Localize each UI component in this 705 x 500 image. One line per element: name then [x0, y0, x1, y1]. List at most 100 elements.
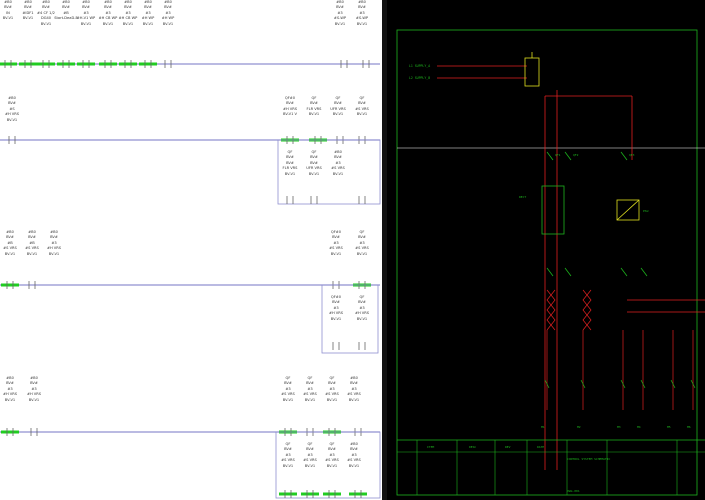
- contact-label-line: QF: [329, 442, 335, 446]
- contact-label-line: BV-V1: [330, 316, 342, 321]
- split-divider[interactable]: [382, 0, 387, 500]
- rung-2-branch: [277, 139, 381, 205]
- contact-label-line: #S VRS: [303, 392, 317, 397]
- contact-label-line: BV-V1: [326, 397, 338, 402]
- contact-label-line: BV#: [328, 381, 336, 386]
- output-label: M1: [541, 425, 545, 429]
- contact-label-line: QF#0: [284, 96, 296, 100]
- rung-1-contact: [139, 62, 157, 66]
- contact-label-line: BV-V1: [348, 397, 360, 402]
- breaker-label: QF2: [573, 153, 579, 157]
- contact-label-line: BV#: [6, 235, 14, 240]
- contact-label-line: #3: [125, 10, 131, 15]
- contact-label-line: #B0: [164, 0, 172, 4]
- rung-1-contact: [99, 62, 117, 66]
- contact-label-line: #S: [9, 106, 15, 111]
- contact-label-line: #B0: [6, 376, 14, 380]
- contact-label-line: BV#: [4, 5, 12, 10]
- contact-label-line: BV-V1: [102, 21, 114, 26]
- breaker-label: QF1: [555, 153, 561, 157]
- ladder-rungs: [0, 60, 381, 499]
- contact-label-line: #4 CF 1/2: [37, 10, 55, 15]
- contact-label-line: BV#: [310, 155, 318, 160]
- contact-label-line: QF#0: [330, 295, 342, 299]
- contact-label-line: BV#: [144, 5, 152, 10]
- contact-label-line: #3: [83, 10, 89, 15]
- contact-energized: [1, 283, 19, 287]
- contact-label-line: QF#0: [330, 230, 342, 234]
- contact-label-line: #H VRS: [282, 106, 298, 111]
- contact-label-line: BV-V1: [308, 171, 320, 176]
- contact-label-line: QF: [335, 96, 341, 100]
- contact-energized: [1, 430, 19, 434]
- feeder-switch: [620, 379, 626, 389]
- contact-label-line: #B0: [50, 230, 58, 234]
- contact-label-line: QF: [307, 442, 313, 446]
- contact-label-line: BV#: [286, 160, 294, 165]
- contact-label-line: BV-V1: [4, 251, 16, 256]
- feeder-switch: [544, 379, 550, 389]
- contact-label-line: #3: [337, 10, 343, 15]
- contact-label-line: FLR VRS: [282, 166, 298, 171]
- breaker: [546, 151, 554, 161]
- contact-label-line: BV-V1: [122, 21, 134, 26]
- contact-label-line: BV#: [306, 447, 314, 452]
- rung-1-contact: [0, 62, 17, 66]
- contact-label-line: BV-V1: [332, 171, 344, 176]
- breaker-lower: [546, 267, 554, 277]
- contact-label-line: #S VRS: [355, 246, 369, 251]
- breaker-lower: [620, 267, 628, 277]
- contact-label-line: #S VRS: [25, 246, 39, 251]
- breaker-label: QF3: [629, 153, 635, 157]
- contact-label-line: #3: [359, 240, 365, 245]
- contact-label-line: BV#: [286, 101, 294, 106]
- contact-label-line: #3: [7, 386, 13, 391]
- breaker-lower: [564, 267, 572, 277]
- contact-label-line: BV#: [28, 235, 36, 240]
- contact-label-line: BV#: [42, 5, 50, 10]
- contact-label-line: BV-V1: [282, 463, 294, 468]
- contact-label-line: BV#: [286, 155, 294, 160]
- contact-label-line: BV-V1: [356, 316, 368, 321]
- contact-label-line: BV-V1: [332, 112, 344, 117]
- contact-label-line: DG40: [40, 16, 52, 21]
